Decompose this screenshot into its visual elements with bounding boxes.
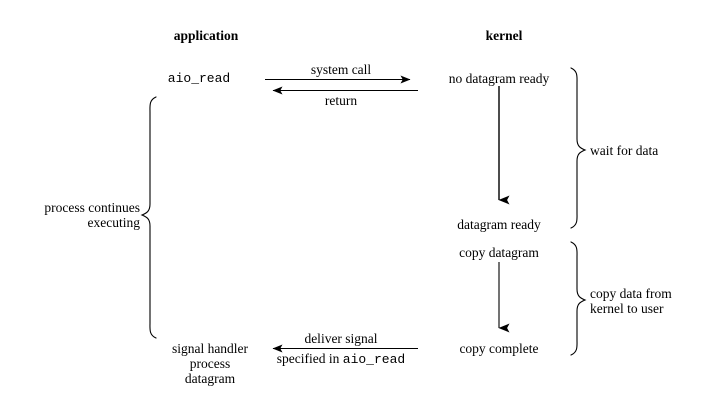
kernel-column-header: kernel [485, 28, 523, 43]
aio-read-call-label: aio_read [167, 71, 231, 86]
return-label: return [324, 93, 358, 108]
deliver-signal-mono-call: aio_read [342, 352, 406, 367]
kernel-state-datagram-ready: datagram ready [457, 217, 541, 232]
copy-data-brace [570, 241, 587, 356]
application-column-header: application [173, 28, 239, 43]
process-continues-line2: executing [87, 215, 140, 230]
copy-data-label-line2: kernel to user [590, 301, 664, 316]
kernel-state-copy-datagram: copy datagram [459, 245, 539, 260]
deliver-signal-label: deliver signal [304, 331, 378, 346]
wait-for-data-label: wait for data [590, 143, 659, 158]
deliver-signal-specified-label: specified in aio_read [277, 351, 405, 367]
application-brace [140, 96, 157, 339]
kernel-state-no-datagram-ready: no datagram ready [448, 71, 550, 86]
wait-for-data-brace [570, 67, 587, 229]
signal-handler-line1: signal handler [171, 341, 249, 356]
process-continues-line1: process continues [44, 200, 140, 215]
deliver-signal-prefix: specified in [276, 351, 340, 366]
kernel-state-copy-complete: copy complete [459, 341, 539, 356]
signal-handler-line3: datagram [184, 371, 236, 386]
copy-data-label-line1: copy data from [590, 286, 672, 301]
system-call-label: system call [310, 62, 372, 77]
signal-handler-line2: process [189, 356, 231, 371]
